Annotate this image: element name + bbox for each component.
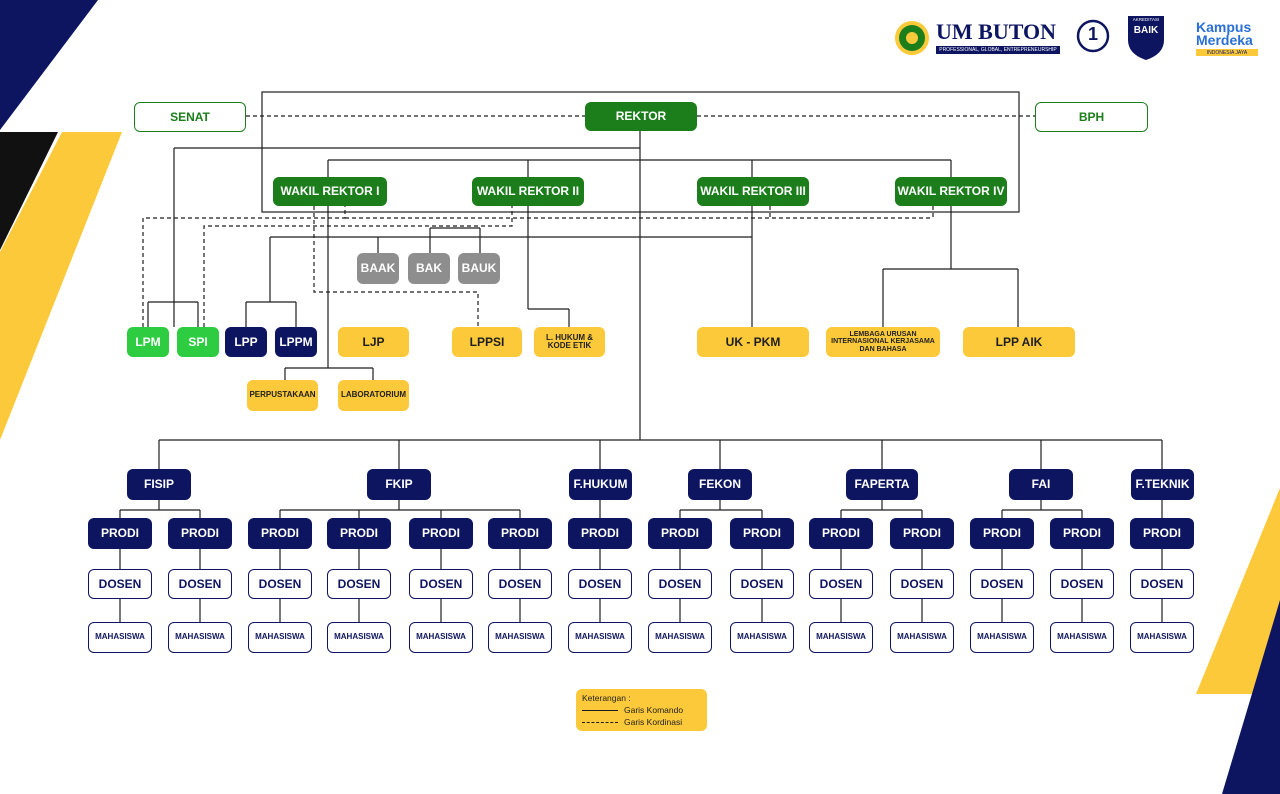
prodi-box: PRODI <box>88 518 152 549</box>
faculty-fai: FAI <box>1009 469 1073 500</box>
mahasiswa-box: MAHASISWA <box>88 622 152 653</box>
header-logos: UM BUTON PROFESSIONAL, GLOBAL, ENTREPREN… <box>892 14 1262 64</box>
faculty-fekon: FEKON <box>688 469 752 500</box>
legend-row-solid: Garis Komando <box>582 705 701 715</box>
mahasiswa-box: MAHASISWA <box>648 622 712 653</box>
faculty-fkip: FKIP <box>367 469 431 500</box>
brand-tagline: PROFESSIONAL, GLOBAL, ENTREPRENEURSHIP <box>936 46 1060 54</box>
dosen-box: DOSEN <box>730 569 794 599</box>
kampus-text: Kampus <box>1196 19 1252 35</box>
bauk-box: BAUK <box>458 253 500 284</box>
faculty-fisip: FISIP <box>127 469 191 500</box>
perpustakaan-box: PERPUSTAKAAN <box>247 380 318 411</box>
prodi-box: PRODI <box>730 518 794 549</box>
prodi-box: PRODI <box>1130 518 1194 549</box>
university-seal-icon <box>895 21 929 55</box>
prodi-box: PRODI <box>970 518 1034 549</box>
accreditation-label: AKREDITASI <box>1132 17 1160 22</box>
dosen-box: DOSEN <box>648 569 712 599</box>
legend-solid-label: Garis Komando <box>624 705 684 715</box>
legend-row-dashed: Garis Kordinasi <box>582 717 701 727</box>
wakil-rektor-3-box: WAKIL REKTOR III <box>697 177 809 206</box>
lppsi-box: LPPSI <box>452 327 522 357</box>
mahasiswa-box: MAHASISWA <box>168 622 232 653</box>
rank-number: 1 <box>1087 24 1098 44</box>
prodi-box: PRODI <box>568 518 632 549</box>
dosen-box: DOSEN <box>327 569 391 599</box>
mahasiswa-box: MAHASISWA <box>970 622 1034 653</box>
prodi-box: PRODI <box>168 518 232 549</box>
mahasiswa-box: MAHASISWA <box>730 622 794 653</box>
uk-pkm-box: UK - PKM <box>697 327 809 357</box>
rank-badge-icon <box>1076 19 1110 53</box>
legend-box: Keterangan : Garis Komando Garis Kordina… <box>576 689 707 731</box>
bph-box: BPH <box>1035 102 1148 132</box>
indonesia-jaya-text: INDONESIA JAYA <box>1196 49 1258 56</box>
laboratorium-box: LABORATORIUM <box>338 380 409 411</box>
dosen-box: DOSEN <box>568 569 632 599</box>
mahasiswa-box: MAHASISWA <box>409 622 473 653</box>
dosen-box: DOSEN <box>809 569 873 599</box>
mahasiswa-box: MAHASISWA <box>488 622 552 653</box>
mahasiswa-box: MAHASISWA <box>890 622 954 653</box>
dosen-box: DOSEN <box>168 569 232 599</box>
mahasiswa-box: MAHASISWA <box>248 622 312 653</box>
dosen-box: DOSEN <box>248 569 312 599</box>
faculty-faperta: FAPERTA <box>846 469 918 500</box>
dashed-line-icon <box>582 721 618 723</box>
mahasiswa-box: MAHASISWA <box>327 622 391 653</box>
brand-name: UM BUTON <box>936 19 1056 44</box>
prodi-box: PRODI <box>327 518 391 549</box>
dosen-box: DOSEN <box>970 569 1034 599</box>
dosen-box: DOSEN <box>409 569 473 599</box>
prodi-box: PRODI <box>488 518 552 549</box>
mahasiswa-box: MAHASISWA <box>1130 622 1194 653</box>
legend-dashed-label: Garis Kordinasi <box>624 717 683 727</box>
rektor-box: REKTOR <box>585 102 697 131</box>
prodi-box: PRODI <box>1050 518 1114 549</box>
dosen-box: DOSEN <box>488 569 552 599</box>
lppm-box: LPPM <box>275 327 317 357</box>
faculty-fhukum: F.HUKUM <box>569 469 632 500</box>
prodi-box: PRODI <box>890 518 954 549</box>
lpp-aik-box: LPP AIK <box>963 327 1075 357</box>
prodi-box: PRODI <box>248 518 312 549</box>
dosen-box: DOSEN <box>1050 569 1114 599</box>
accreditation-shield-icon <box>1128 16 1164 60</box>
solid-line-icon <box>582 709 618 711</box>
wakil-rektor-2-box: WAKIL REKTOR II <box>472 177 584 206</box>
mahasiswa-box: MAHASISWA <box>1050 622 1114 653</box>
lpp-box: LPP <box>225 327 267 357</box>
mahasiswa-box: MAHASISWA <box>809 622 873 653</box>
ljp-box: LJP <box>338 327 409 357</box>
baak-box: BAAK <box>357 253 399 284</box>
spi-box: SPI <box>177 327 219 357</box>
accreditation-grade: BAIK <box>1133 25 1159 36</box>
luikb-box: LEMBAGA URUSAN INTERNASIONAL KERJASAMA D… <box>826 327 940 357</box>
prodi-box: PRODI <box>809 518 873 549</box>
dosen-box: DOSEN <box>88 569 152 599</box>
mahasiswa-box: MAHASISWA <box>568 622 632 653</box>
dosen-box: DOSEN <box>890 569 954 599</box>
merdeka-text: Merdeka <box>1196 32 1253 48</box>
wakil-rektor-1-box: WAKIL REKTOR I <box>273 177 387 206</box>
bak-box: BAK <box>408 253 450 284</box>
dosen-box: DOSEN <box>1130 569 1194 599</box>
legend-title: Keterangan : <box>582 693 631 703</box>
senat-box: SENAT <box>134 102 246 132</box>
prodi-box: PRODI <box>648 518 712 549</box>
wakil-rektor-4-box: WAKIL REKTOR IV <box>895 177 1007 206</box>
lpm-box: LPM <box>127 327 169 357</box>
lembaga-hukum-box: L. HUKUM & KODE ETIK <box>534 327 605 357</box>
prodi-box: PRODI <box>409 518 473 549</box>
faculty-fteknik: F.TEKNIK <box>1131 469 1194 500</box>
